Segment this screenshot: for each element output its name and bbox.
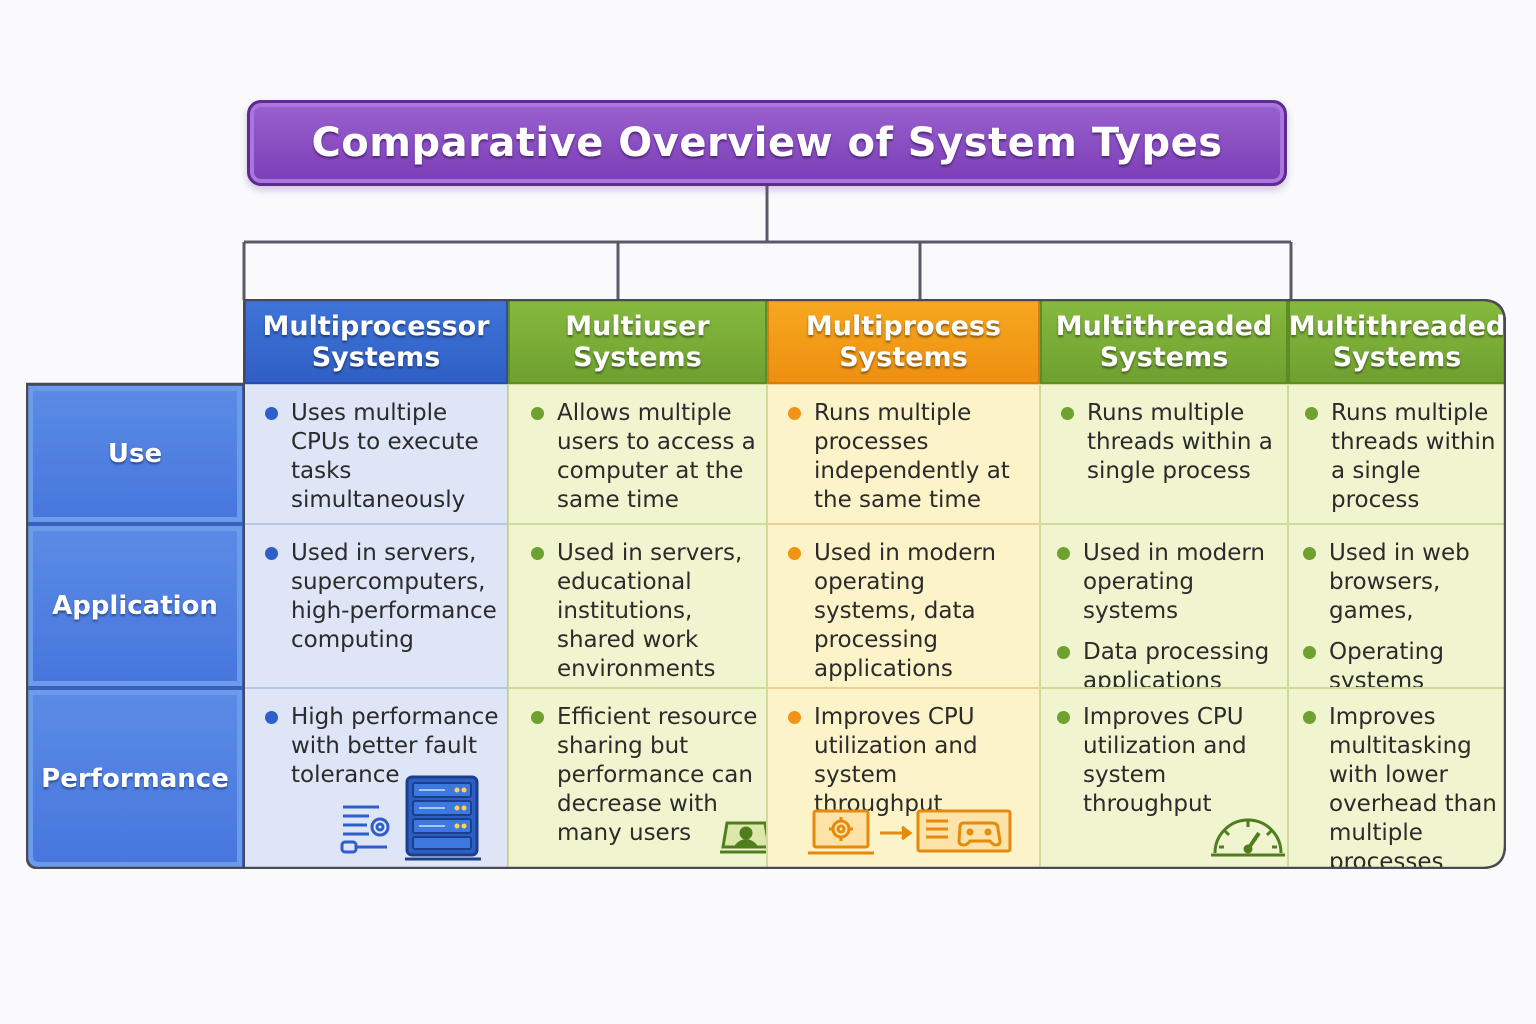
bullet-dot-icon — [1057, 547, 1070, 560]
title-banner: Comparative Overview of System Types — [247, 100, 1287, 186]
list-item: Used in web browsers, games, — [1303, 539, 1499, 626]
bullet-dot-icon — [265, 547, 278, 560]
list-item: Runs multiple processes independently at… — [788, 399, 1031, 515]
cell-use-multiprocessor: Uses multiple CPUs to execute tasks simu… — [244, 384, 508, 524]
bullet-dot-icon — [1305, 407, 1318, 420]
cpu-to-task-icon — [808, 809, 1012, 855]
bullet-dot-icon — [1303, 711, 1316, 724]
cell-use-multiprocess: Runs multiple processes independently at… — [767, 384, 1040, 524]
config-list-icon — [340, 805, 390, 854]
bullet-dot-icon — [788, 711, 801, 724]
column-header-multiuser: Multiuser Systems — [508, 299, 767, 384]
bullet-dot-icon — [1057, 646, 1070, 659]
list-item: Used in modern operating systems — [1057, 539, 1281, 626]
comparison-table: Multiprocessor Systems Multiuser Systems… — [26, 299, 1506, 869]
bullet-dot-icon — [531, 711, 544, 724]
cell-application-multiprocessor: Used in servers, supercomputers, high-pe… — [244, 524, 508, 688]
cell-use-multithreaded-2: Runs multiple threads within a single pr… — [1288, 384, 1506, 524]
column-header-multiprocess: Multiprocess Systems — [767, 299, 1040, 384]
row-header-performance: Performance — [26, 688, 244, 869]
column-header-multithreaded-1: Multithreaded Systems — [1040, 299, 1288, 384]
cell-use-multithreaded-1: Runs multiple threads within a single pr… — [1040, 384, 1288, 524]
list-item: Uses multiple CPUs to execute tasks simu… — [265, 399, 499, 515]
list-item: Improves multitasking with lower overhea… — [1303, 703, 1499, 868]
list-item: Used in modern operating systems, data p… — [788, 539, 1031, 684]
server-rack-icon — [405, 775, 481, 861]
list-item: Improves CPU utilization and system thro… — [1057, 703, 1279, 819]
list-item: Used in servers, educational institution… — [531, 539, 760, 684]
bullet-dot-icon — [265, 711, 278, 724]
list-item: Used in servers, supercomputers, high-pe… — [265, 539, 499, 655]
speedometer-icon — [1211, 818, 1285, 857]
row-header-use: Use — [26, 384, 244, 524]
bullet-dot-icon — [1303, 547, 1316, 560]
connector-tree — [242, 186, 1293, 300]
cell-performance-multithreaded-2: Improves multitasking with lower overhea… — [1288, 688, 1506, 869]
cell-use-multiuser: Allows multiple users to access a comput… — [508, 384, 767, 524]
cell-application-multiprocess: Used in modern operating systems, data p… — [767, 524, 1040, 688]
cell-performance-multithreaded-1: Improves CPU utilization and system thro… — [1040, 688, 1288, 869]
list-item: Data processing applications — [1057, 638, 1281, 687]
bullet-dot-icon — [531, 547, 544, 560]
cell-application-multiuser: Used in servers, educational institution… — [508, 524, 767, 688]
cell-application-multithreaded-2: Used in web browsers, games, Operating s… — [1288, 524, 1506, 688]
diagram-title: Comparative Overview of System Types — [311, 120, 1223, 166]
cell-performance-multiprocessor: High performance with better fault toler… — [244, 688, 508, 869]
bullet-dot-icon — [788, 547, 801, 560]
bullet-dot-icon — [531, 407, 544, 420]
user-laptop-icon — [720, 821, 766, 854]
bullet-dot-icon — [1061, 407, 1074, 420]
column-header-multiprocessor: Multiprocessor Systems — [244, 299, 508, 384]
list-item: Runs multiple threads within a single pr… — [1305, 399, 1497, 515]
bullet-dot-icon — [265, 407, 278, 420]
list-item: Allows multiple users to access a comput… — [531, 399, 758, 515]
row-header-application: Application — [26, 524, 244, 688]
bullet-dot-icon — [1057, 711, 1070, 724]
bullet-dot-icon — [1303, 646, 1316, 659]
list-item: Improves CPU utilization and system thro… — [788, 703, 1031, 819]
list-item: Runs multiple threads within a single pr… — [1061, 399, 1279, 486]
bullet-dot-icon — [788, 407, 801, 420]
cell-performance-multiprocess: Improves CPU utilization and system thro… — [767, 688, 1040, 869]
cell-performance-multiuser: Efficient resource sharing but performan… — [508, 688, 767, 869]
column-header-multithreaded-2: Multithreaded Systems — [1288, 299, 1506, 384]
list-item: Operating systems — [1303, 638, 1499, 687]
cell-application-multithreaded-1: Used in modern operating systems Data pr… — [1040, 524, 1288, 688]
